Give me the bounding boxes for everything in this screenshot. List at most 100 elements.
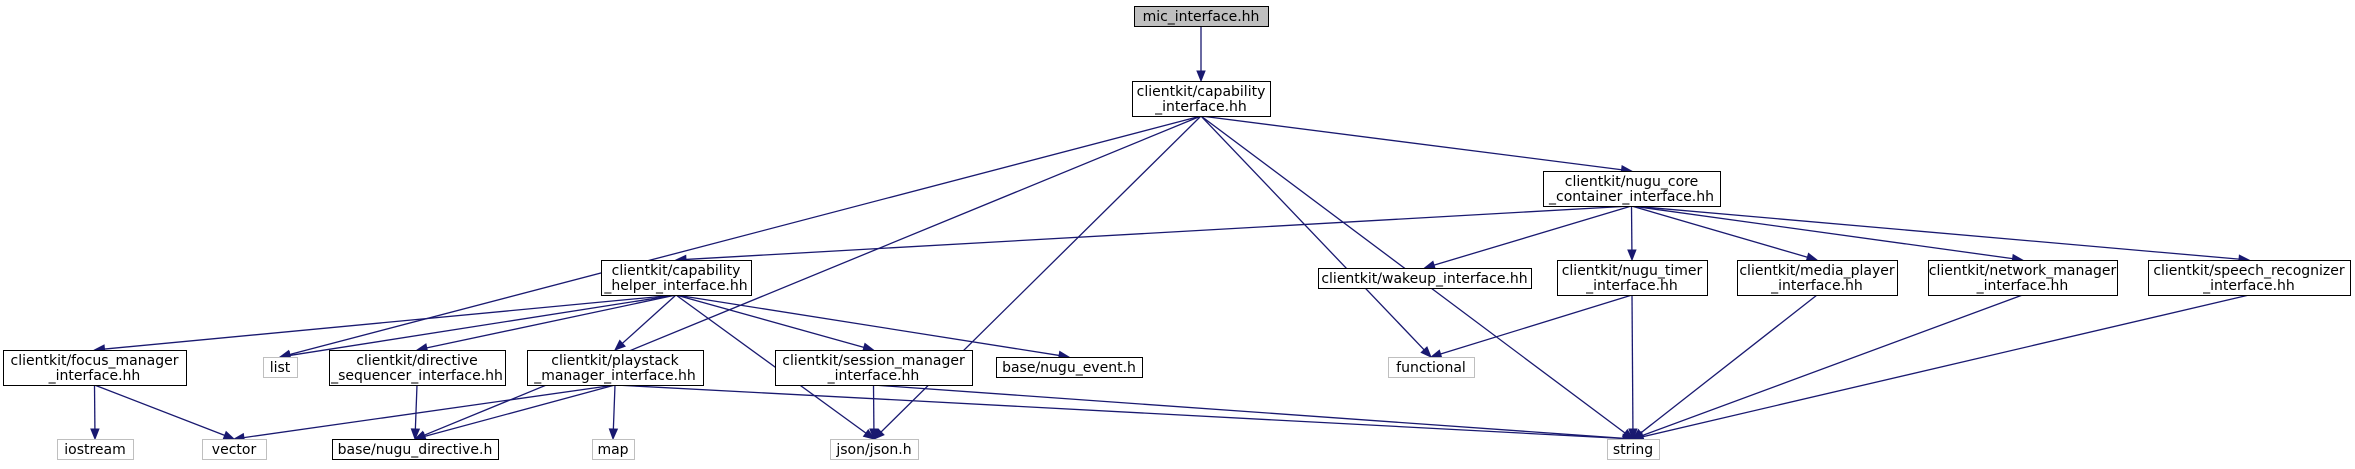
- arrowhead-icon: [862, 428, 876, 440]
- node-caphelp[interactable]: clientkit/capability_helper_interface.hh: [601, 260, 752, 296]
- node-directive[interactable]: base/nugu_directive.h: [332, 439, 499, 460]
- node-focus[interactable]: clientkit/focus_manager_interface.hh: [3, 350, 187, 386]
- node-label: _interface.hh: [1976, 278, 2069, 294]
- node-label: functional: [1396, 360, 1466, 376]
- node-box: [601, 260, 752, 296]
- node-label: clientkit/capability: [612, 263, 741, 279]
- node-box: [3, 350, 187, 386]
- node-box: [830, 439, 919, 460]
- edge-directive_seq-to-directive: [410, 384, 421, 441]
- node-box: [1388, 357, 1475, 378]
- edge-line: [424, 384, 616, 438]
- node-label: clientkit/focus_manager: [11, 353, 179, 369]
- edge-line: [1640, 294, 1818, 434]
- node-label: _interface.hh: [827, 368, 920, 384]
- node-box: [592, 439, 635, 460]
- node-box: [57, 439, 134, 460]
- node-label: base/nugu_directive.h: [338, 442, 493, 458]
- arrowhead-icon: [869, 428, 879, 441]
- node-box: [202, 439, 267, 460]
- edge-playstack-to-vector: [232, 384, 616, 443]
- edge-line: [675, 294, 865, 348]
- graph-nodes: mic_interface.hhclientkit/capability_int…: [3, 6, 2351, 460]
- arrowhead-icon: [1805, 252, 1819, 262]
- node-label: string: [1613, 442, 1653, 458]
- node-network[interactable]: clientkit/network_manager_interface.hh: [1928, 260, 2118, 296]
- node-label: _interface.hh: [1770, 278, 1863, 294]
- node-label: clientkit/directive: [356, 353, 477, 369]
- node-label: clientkit/capability: [1137, 84, 1266, 100]
- node-list: list: [263, 357, 298, 378]
- node-wakeup[interactable]: clientkit/wakeup_interface.hh: [1318, 268, 1532, 289]
- arrowhead-icon: [1420, 346, 1432, 358]
- node-media[interactable]: clientkit/media_player_interface.hh: [1737, 260, 1898, 296]
- node-label: clientkit/nugu_core: [1565, 174, 1699, 190]
- edge-session-to-string: [873, 384, 1635, 443]
- edge-cap-to-functional: [1200, 115, 1432, 358]
- edge-line: [243, 384, 616, 439]
- arrowhead-icon: [222, 430, 236, 440]
- edge-line: [1631, 205, 2240, 260]
- node-playstack[interactable]: clientkit/playstack_manager_interface.hh: [527, 350, 704, 386]
- arrowhead-icon: [1429, 349, 1443, 359]
- edge-line: [414, 384, 418, 430]
- node-event[interactable]: base/nugu_event.h: [996, 357, 1143, 378]
- node-label: clientkit/media_player: [1739, 263, 1895, 279]
- node-label: list: [270, 360, 291, 376]
- arrowhead-icon: [614, 339, 626, 351]
- edge-core-to-network: [1631, 205, 2024, 264]
- node-label: clientkit/session_manager: [782, 353, 965, 369]
- edge-caphelp-to-session: [675, 294, 875, 352]
- edge-line: [1631, 205, 2013, 260]
- node-box: [2148, 260, 2351, 296]
- edge-line: [621, 294, 677, 344]
- edge-line: [873, 384, 1624, 439]
- edge-line: [1200, 115, 1425, 351]
- node-box: [329, 350, 506, 386]
- edge-mic-to-cap: [1196, 26, 1206, 83]
- edge-line: [289, 294, 677, 357]
- edge-line: [614, 384, 1624, 440]
- node-speech[interactable]: clientkit/speech_recognizer_interface.hh: [2148, 260, 2351, 296]
- node-box: [1557, 260, 1708, 296]
- node-timer[interactable]: clientkit/nugu_timer_interface.hh: [1557, 260, 1708, 296]
- edge-line: [1433, 205, 1632, 266]
- edge-caphelp-to-focus: [93, 294, 677, 354]
- edge-playstack-to-directive: [413, 384, 616, 441]
- node-label: map: [597, 442, 628, 458]
- edge-core-to-caphelp: [674, 205, 1632, 265]
- node-label: _sequencer_interface.hh: [330, 368, 503, 384]
- node-label: _helper_interface.hh: [603, 278, 747, 294]
- node-core[interactable]: clientkit/nugu_core_container_interface.…: [1543, 171, 1721, 207]
- node-cap[interactable]: clientkit/capability_interface.hh: [1132, 81, 1271, 117]
- edge-line: [612, 384, 616, 430]
- node-mic[interactable]: mic_interface.hh: [1134, 6, 1269, 27]
- node-label: clientkit/network_manager: [1929, 263, 2117, 279]
- edge-line: [1642, 294, 2023, 437]
- edge-line: [1631, 205, 1808, 258]
- node-label: json/json.h: [835, 442, 911, 458]
- edge-core-to-timer: [1627, 205, 1637, 262]
- node-label: clientkit/nugu_timer: [1562, 263, 1703, 279]
- arrowhead-icon: [1627, 249, 1637, 262]
- edge-line: [289, 115, 1202, 356]
- edge-line: [104, 294, 677, 350]
- edge-line: [426, 294, 677, 349]
- edge-timer-to-string: [1628, 294, 1638, 441]
- node-box: [527, 350, 704, 386]
- edge-caphelp-to-playstack: [614, 294, 677, 351]
- edge-line: [1642, 294, 2250, 438]
- arrowhead-icon: [1423, 260, 1436, 270]
- arrowhead-icon: [1196, 70, 1206, 83]
- node-box: [1928, 260, 2118, 296]
- node-json: json/json.h: [830, 439, 919, 460]
- node-label: clientkit/speech_recognizer: [2153, 263, 2345, 279]
- node-directive-seq[interactable]: clientkit/directive_sequencer_interface.…: [329, 350, 506, 386]
- edge-playstack-to-string: [614, 384, 1635, 444]
- node-session[interactable]: clientkit/session_manager_interface.hh: [775, 350, 973, 386]
- arrowhead-icon: [1628, 428, 1638, 441]
- edge-line: [675, 294, 1060, 357]
- node-box: [1737, 260, 1898, 296]
- node-label: _manager_interface.hh: [533, 368, 696, 384]
